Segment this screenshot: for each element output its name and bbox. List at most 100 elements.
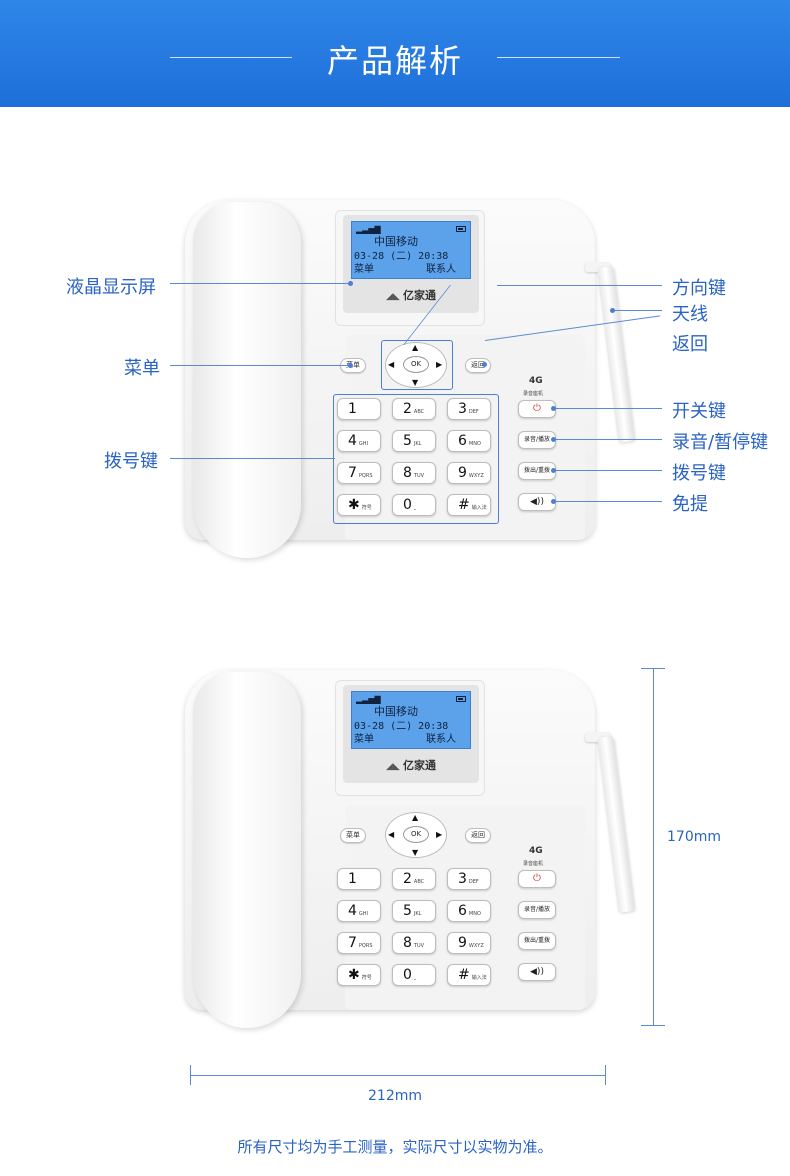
redial-button[interactable]: 拨出/重拨 [518, 932, 556, 950]
lcd-screen: ▂▃▅▇ 中国移动 03-28 (二) 20:38 菜单 联系人 [351, 691, 471, 749]
callout-line-lcd [170, 283, 350, 284]
lcd-softkey-right: 联系人 [426, 734, 456, 745]
record-button[interactable]: 录音/播放 [518, 901, 556, 919]
ok-button[interactable]: OK [403, 826, 429, 843]
nav-pad[interactable]: ▲ ▼ ◀ ▶ OK [381, 342, 451, 388]
speaker-icon: ◀)) [530, 967, 544, 977]
arrow-down-icon[interactable]: ▼ [412, 378, 419, 387]
phone-annotated: ▂▃▅▇ 中国移动 03-28 (二) 20:38 菜单 联系人 ◢◣ 亿家通 … [185, 200, 635, 558]
antenna-base [585, 732, 611, 742]
lcd-softkey-right: 联系人 [426, 264, 456, 275]
callout-dot-dial [551, 468, 556, 473]
callout-lcd: 液晶显示屏 [66, 277, 156, 298]
arrow-left-icon[interactable]: ◀ [388, 830, 395, 839]
dim-width-line [190, 1075, 605, 1076]
nav-pad[interactable]: ▲ ▼ ◀ ▶ OK [381, 812, 451, 858]
callout-line-antenna [612, 310, 662, 311]
arrow-down-icon[interactable]: ▼ [412, 848, 419, 857]
speaker-button[interactable]: ◀)) [518, 963, 556, 981]
callout-dot-lcd [348, 281, 353, 286]
screen-frame: ▂▃▅▇ 中国移动 03-28 (二) 20:38 菜单 联系人 ◢◣ 亿家通 [335, 210, 485, 326]
brand-wave-icon: ◢◣ [386, 292, 403, 302]
callout-line-dial-keys [170, 458, 335, 459]
callout-dial: 拨号键 [672, 463, 726, 484]
callout-power: 开关键 [672, 401, 726, 422]
battery-icon [456, 696, 466, 702]
callout-line-speaker [554, 501, 662, 502]
lcd-softkey-left: 菜单 [354, 264, 374, 275]
arrow-right-icon[interactable]: ▶ [436, 830, 443, 839]
callout-antenna: 天线 [672, 304, 708, 325]
back-button[interactable]: 返回 [465, 828, 491, 843]
callout-line-record [554, 439, 662, 440]
dim-height-line [653, 668, 654, 1026]
keypad-highlight [333, 394, 499, 524]
arrow-up-icon[interactable]: ▲ [412, 343, 419, 352]
lcd-datetime: 03-28 (二) 20:38 [354, 251, 449, 262]
banner-divider-left [170, 57, 292, 58]
phone-handset [193, 202, 301, 558]
key-1[interactable]: 1 [337, 398, 381, 420]
callout-menu: 菜单 [124, 358, 160, 379]
badge-4g: 4G [529, 846, 543, 856]
lcd-carrier: 中国移动 [374, 235, 418, 248]
callout-dot-back [482, 362, 487, 367]
speaker-icon: ◀)) [530, 497, 544, 507]
lcd-carrier: 中国移动 [374, 705, 418, 718]
arrow-up-icon[interactable]: ▲ [412, 813, 419, 822]
callout-nav: 方向键 [672, 278, 726, 299]
banner-divider-right [497, 57, 620, 58]
key-hash[interactable]: #输入法 [447, 494, 491, 516]
lcd-screen: ▂▃▅▇ 中国移动 03-28 (二) 20:38 菜单 联系人 [351, 221, 471, 279]
key-star[interactable]: ✱符号 [337, 494, 381, 516]
dim-width-tick-right [605, 1065, 606, 1085]
key-hash[interactable]: #输入法 [447, 964, 491, 986]
brand-logo: ◢◣ 亿家通 [386, 759, 436, 772]
page-title: 产品解析 [326, 42, 463, 80]
key-0[interactable]: 0⎵ [392, 964, 436, 986]
badge-subtitle: 录音座机 [523, 861, 544, 867]
arrow-left-icon[interactable]: ◀ [388, 360, 395, 369]
callout-dot-record [551, 437, 556, 442]
power-icon: ⏻ [533, 873, 541, 884]
key-0[interactable]: 0⎵ [392, 494, 436, 516]
screen-frame: ▂▃▅▇ 中国移动 03-28 (二) 20:38 菜单 联系人 ◢◣ 亿家通 [335, 680, 485, 796]
battery-icon [456, 226, 466, 232]
footer-note: 所有尺寸均为手工测量，实际尺寸以实物为准。 [237, 1138, 553, 1156]
phone-dimensions: ▂▃▅▇ 中国移动 03-28 (二) 20:38 菜单 联系人 ◢◣ 亿家通 … [185, 670, 635, 1028]
callout-dot-power [551, 406, 556, 411]
badge-subtitle: 录音座机 [523, 391, 544, 397]
brand-logo: ◢◣ 亿家通 [386, 289, 436, 302]
back-button[interactable]: 返回 [465, 358, 491, 373]
signal-icon: ▂▃▅▇ [356, 695, 381, 704]
key-1[interactable]: 1 [337, 868, 381, 890]
callout-line-power [554, 408, 662, 409]
menu-button[interactable]: 菜单 [340, 828, 366, 843]
callout-dial-keys: 拨号键 [104, 451, 158, 472]
ok-button[interactable]: OK [403, 356, 429, 373]
arrow-right-icon[interactable]: ▶ [436, 360, 443, 369]
callout-dot-antenna [610, 308, 615, 313]
key-star[interactable]: ✱符号 [337, 964, 381, 986]
dim-height-label: 170mm [667, 829, 721, 845]
power-button[interactable]: ⏻ [518, 870, 556, 888]
callout-dot-menu [348, 363, 353, 368]
